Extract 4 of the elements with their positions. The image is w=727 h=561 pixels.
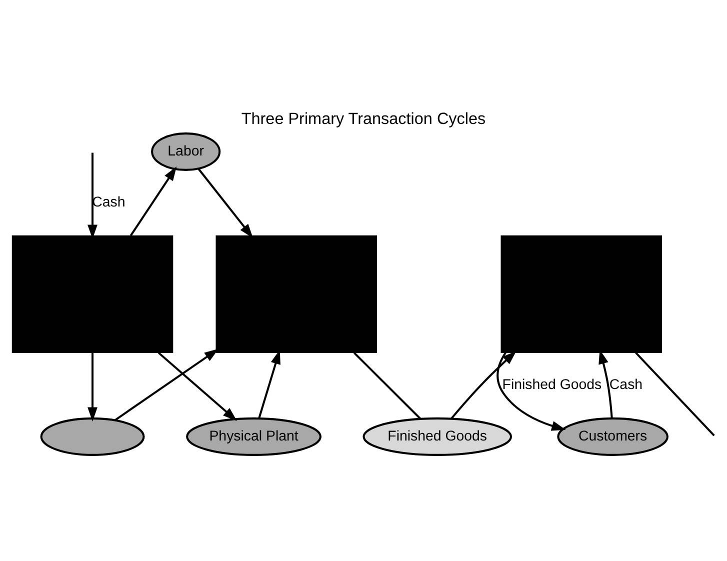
edge-label: Cash	[92, 194, 126, 210]
edge-label: Finished Goods	[502, 376, 602, 393]
diagram-title: Three Primary Transaction Cycles	[241, 110, 486, 128]
edge-label: Cash	[609, 376, 643, 393]
